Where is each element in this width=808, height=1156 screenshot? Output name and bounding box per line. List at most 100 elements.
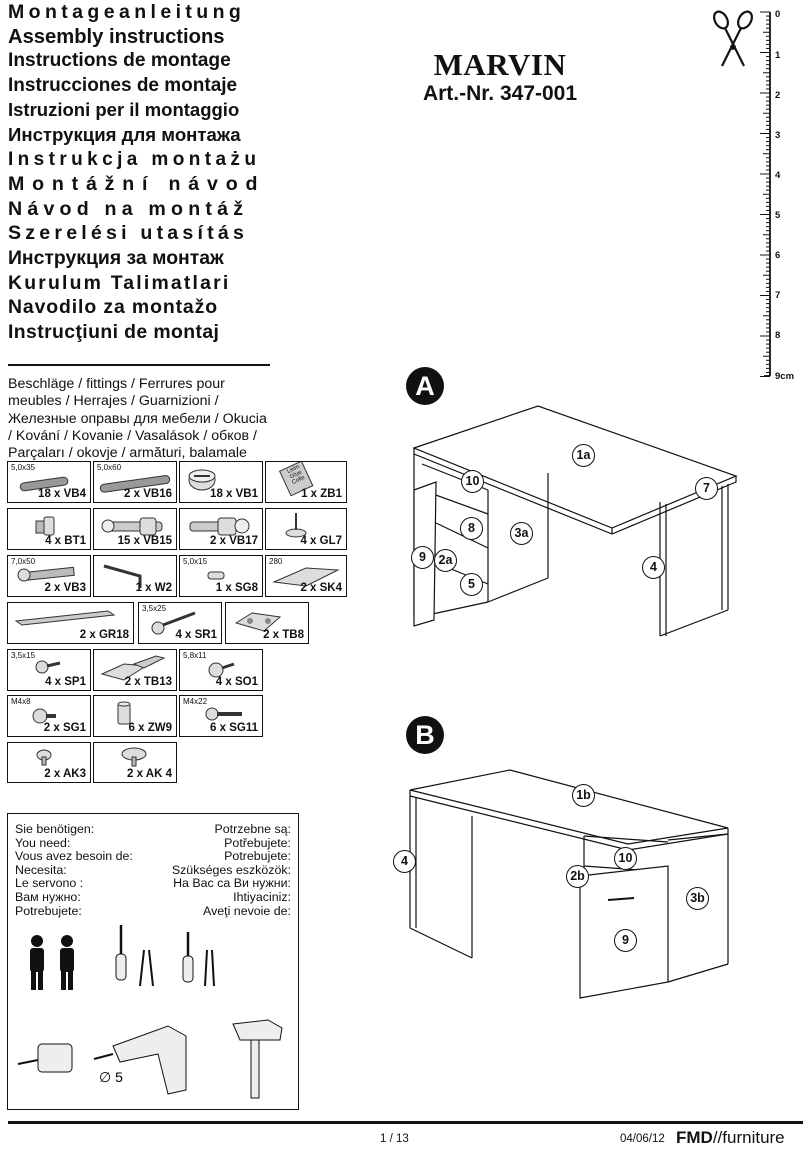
drawer-runner-icon: [272, 567, 340, 587]
fitting-vb16: 5,0x60 2 x VB16: [93, 461, 177, 503]
fitting-qty: 2 x VB17: [210, 535, 258, 547]
glue-bottle-icon: [278, 462, 314, 497]
fittings-grid: 5,0x35 18 x VB4 5,0x60 2 x VB16 18 x VB1…: [7, 461, 347, 783]
dowel-icon: [19, 476, 69, 492]
title-fr: Instructions de montage: [8, 50, 231, 72]
fitting-sk4: 280 2 x SK4: [265, 555, 347, 597]
fitting-qty-text: 2 x TB8: [263, 629, 304, 641]
title-it: Istruzioni per il montaggio: [8, 99, 240, 121]
step-b-badge: B: [406, 716, 444, 754]
fitting-zb1: Leim Glue Colle 1 x ZB1: [265, 461, 347, 503]
fitting-qty: 2 x SK4: [300, 582, 342, 594]
title-list: Montageanleitung Assembly instructions I…: [8, 0, 270, 344]
hinge-icon: [100, 655, 166, 681]
connector-bolt-icon: [189, 517, 250, 536]
fitting-sg8: 5,0x15 1 x SG8: [179, 555, 263, 597]
callout-4: 4: [642, 556, 665, 579]
you-need-sk: Potrebujete:: [15, 903, 82, 918]
fitting-qty: 6 x SG11: [210, 722, 258, 734]
fitting-w2: 1 x W2: [93, 555, 177, 597]
title-de: Montageanleitung: [8, 1, 246, 23]
callout-2a: 2a: [434, 549, 457, 572]
tape-measure-icon: [17, 1043, 73, 1073]
hammer-icon: [232, 1019, 283, 1099]
title-tr: Kurulum Talimatlari: [8, 271, 231, 294]
wood-screw-icon: [151, 611, 196, 635]
fitting-gl7: 4 x GL7: [265, 508, 347, 550]
fitting-size: M4x8: [11, 697, 31, 706]
fitting-sg11: M4x22 6 x SG11: [179, 695, 263, 737]
you-need-si: Potrebujete:: [224, 849, 291, 864]
fitting-sg1: M4x8 2 x SG1: [7, 695, 91, 737]
ruler-mark-9: 9cm: [775, 371, 795, 382]
knob-icon: [121, 747, 147, 767]
fitting-qty: 2 x VB3: [44, 582, 86, 594]
fitting-qty: 1 x ZB1: [301, 488, 342, 500]
screw-icon: [17, 566, 75, 582]
fitting-ak4: 2 x AK 4: [93, 742, 177, 783]
you-need-left: Sie benötigen: You need: Vous avez besoi…: [15, 822, 133, 918]
title-divider: [8, 364, 270, 366]
callout-1b: 1b: [572, 784, 595, 807]
fitting-vb17: 2 x VB17: [179, 508, 263, 550]
fitting-gr18: 2 x GR18: [7, 602, 134, 644]
fitting-sp1: 3,5x15 4 x SP1: [7, 649, 91, 691]
long-machine-screw-icon: [205, 707, 242, 721]
you-need-ru: Вам нужно:: [15, 889, 81, 904]
ruler-mark-7: 7: [775, 290, 781, 301]
title-en: Assembly instructions: [8, 25, 225, 48]
scissors-icon: [713, 10, 753, 67]
fitting-vb15: 15 x VB15: [93, 508, 177, 550]
fitting-vb1: 18 x VB1: [179, 461, 263, 503]
callout-10: 10: [461, 470, 484, 493]
callout-10b: 10: [614, 847, 637, 870]
cam-lock-icon: [188, 469, 216, 491]
fitting-tb8: 2 x TB8: [225, 602, 309, 644]
fitting-so1: 5,8x11 4 x SO1: [179, 649, 263, 691]
fitting-ak3: 2 x AK3: [7, 742, 91, 783]
callout-9: 9: [411, 546, 434, 569]
brand-thin: //furniture: [712, 1128, 785, 1147]
callout-3b: 3b: [686, 887, 709, 910]
page-number: 1 / 13: [380, 1133, 409, 1145]
fitting-vb3: 7,0x50 2 x VB3: [7, 555, 91, 597]
fitting-qty: 4 x BT1: [45, 535, 86, 547]
shelf-pin-icon: [35, 516, 55, 536]
you-need-ro: Aveţi nevoie de:: [203, 903, 291, 918]
fitting-qty: 4 x SP1: [45, 676, 86, 688]
ruler-mark-4: 4: [775, 170, 781, 181]
ruler-mark-1: 1: [775, 50, 781, 61]
fitting-qty: 1 x W2: [135, 582, 172, 594]
callout-5: 5: [460, 573, 483, 596]
fitting-size: 5,0x15: [183, 557, 208, 566]
fitting-qty: 4 x GL7: [300, 535, 342, 547]
desk-assembly-a-drawing: [412, 405, 738, 637]
fitting-qty: 2 x GR18: [79, 629, 129, 641]
you-need-en: You need:: [15, 835, 71, 850]
brand-logo: FMD//furniture: [676, 1128, 785, 1148]
allen-key-icon: [103, 564, 142, 588]
long-dowel-icon: [99, 475, 171, 493]
you-need-bg: На Вас са Ви нужни:: [173, 876, 291, 891]
title-hu: Szerelési utasítás: [8, 222, 249, 245]
title-es: Instrucciones de montaje: [8, 74, 238, 96]
callout-1a: 1a: [572, 444, 595, 467]
you-need-es: Necesita:: [15, 862, 67, 877]
knob-icon: [36, 749, 52, 766]
callout-4b: 4: [393, 850, 416, 873]
step-a-badge: A: [406, 367, 444, 405]
brand-bold: FMD: [676, 1128, 713, 1147]
title-sk: Návod na montáž: [8, 197, 249, 220]
fitting-qty: 2 x VB16: [124, 488, 172, 500]
small-dowel-icon: [207, 571, 225, 580]
callout-3a: 3a: [510, 522, 533, 545]
fitting-qty: 2 x TB8: [263, 629, 304, 641]
sleeve-nut-icon: [117, 701, 131, 725]
screwdriver-phillips-icon: [115, 925, 154, 987]
fitting-qty: 6 x ZW9: [128, 722, 172, 734]
fitting-size: 3,5x25: [142, 604, 167, 613]
you-need-tr: Ihtiyaciniz:: [233, 889, 291, 904]
fitting-sr1: 3,5x25 4 x SR1: [138, 602, 222, 644]
fitting-qty: 18 x VB4: [38, 488, 86, 500]
connector-bolt-icon: [101, 517, 163, 536]
